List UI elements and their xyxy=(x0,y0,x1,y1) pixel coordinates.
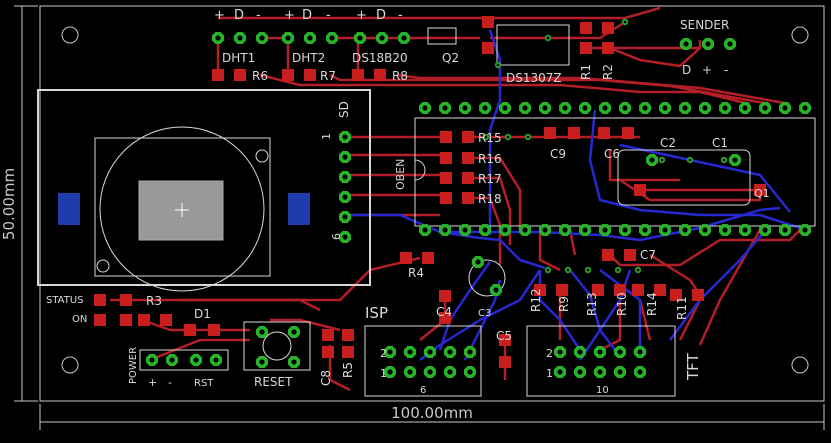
dht2-minus: - xyxy=(326,8,331,23)
board-outline xyxy=(39,5,825,402)
c5-label: C5 xyxy=(496,329,512,343)
d1-label: D1 xyxy=(194,307,211,321)
power-plus: + xyxy=(148,376,157,389)
on-label: ON xyxy=(72,314,87,325)
isp-row2: 2 xyxy=(380,347,387,360)
dht1-plus: + xyxy=(214,8,225,23)
dht2-data: D xyxy=(302,8,312,23)
tft-count: 10 xyxy=(596,385,609,396)
c2-label: C2 xyxy=(660,136,676,150)
r14-label: R14 xyxy=(645,292,659,316)
dht1-label: DHT1 xyxy=(222,51,255,65)
battery-pads xyxy=(58,193,310,225)
dht2-label: DHT2 xyxy=(292,51,325,65)
c6-label: C6 xyxy=(604,147,620,161)
tft-label: TFT xyxy=(684,352,702,381)
ds18b20-label: DS18B20 xyxy=(352,51,408,65)
ds18b20-data: D xyxy=(376,8,386,23)
dht1-minus: - xyxy=(256,8,261,23)
silkscreen xyxy=(37,24,816,397)
r5-label: R5 xyxy=(341,362,355,378)
ds1307-label: DS1307Z xyxy=(506,71,562,85)
r15-label: R15 xyxy=(478,131,502,145)
sd-pin6: 6 xyxy=(330,233,343,240)
rst-label: RST xyxy=(194,378,214,389)
dimension-height: 50.00mm xyxy=(0,5,38,402)
c8-label: C8 xyxy=(319,370,333,386)
tft-row2: 2 xyxy=(546,347,553,360)
sender-data: D xyxy=(682,63,691,77)
oben-label: OBEN xyxy=(394,159,407,190)
r9-label: R9 xyxy=(557,296,571,312)
r3-label: R3 xyxy=(146,294,162,308)
r7-label: R7 xyxy=(320,69,336,83)
r12-label: R12 xyxy=(529,288,543,312)
r10-label: R10 xyxy=(615,292,629,316)
mcu-outline xyxy=(414,117,816,227)
sd-label: SD xyxy=(337,101,351,118)
r17-label: R17 xyxy=(478,172,502,186)
isp-row1: 1 xyxy=(380,367,387,380)
sender-plus: + xyxy=(702,63,712,77)
reset-label: RESET xyxy=(254,375,293,389)
height-label: 50.00mm xyxy=(0,168,18,240)
q1-label: Q1 xyxy=(754,187,770,200)
r1-label: R1 xyxy=(579,64,593,80)
r2-label: R2 xyxy=(601,64,615,80)
labels: + D - + D - + D - DHT1 DHT2 DS18B20 R6 R… xyxy=(46,8,770,396)
coin-cell-outline xyxy=(99,126,265,292)
battery-holder-outline xyxy=(37,89,371,286)
r13-label: R13 xyxy=(585,292,599,316)
width-label: 100.00mm xyxy=(391,404,473,422)
r8-label: R8 xyxy=(392,69,408,83)
tft-connector-outline xyxy=(526,325,676,397)
c1-label: C1 xyxy=(712,136,728,150)
isp-label: ISP xyxy=(365,304,388,322)
r11-label: R11 xyxy=(675,296,689,320)
r6-label: R6 xyxy=(252,69,268,83)
dht2-plus: + xyxy=(284,8,295,23)
isp-count: 6 xyxy=(420,385,426,396)
status-label: STATUS xyxy=(46,295,84,306)
r18-label: R18 xyxy=(478,192,502,206)
c3-label: C3 xyxy=(478,308,491,319)
ds18b20-minus: - xyxy=(398,8,403,23)
sender-minus: - xyxy=(724,63,728,77)
c7-label: C7 xyxy=(640,248,656,262)
power-minus: - xyxy=(168,376,172,389)
r4-label: R4 xyxy=(408,266,424,280)
tft-row1: 1 xyxy=(546,367,553,380)
dht1-data: D xyxy=(234,8,244,23)
reset-button-outline xyxy=(243,321,311,371)
dimension-width: 100.00mm xyxy=(39,404,825,430)
power-label: POWER xyxy=(128,347,139,384)
sd-pin1: 1 xyxy=(320,133,333,140)
q2-label: Q2 xyxy=(442,51,459,65)
r16-label: R16 xyxy=(478,152,502,166)
isp-connector-outline xyxy=(364,325,482,397)
c4-label: C4 xyxy=(436,305,452,319)
sender-label: SENDER xyxy=(680,18,729,32)
ds18b20-plus: + xyxy=(356,8,367,23)
c9-label: C9 xyxy=(550,147,566,161)
